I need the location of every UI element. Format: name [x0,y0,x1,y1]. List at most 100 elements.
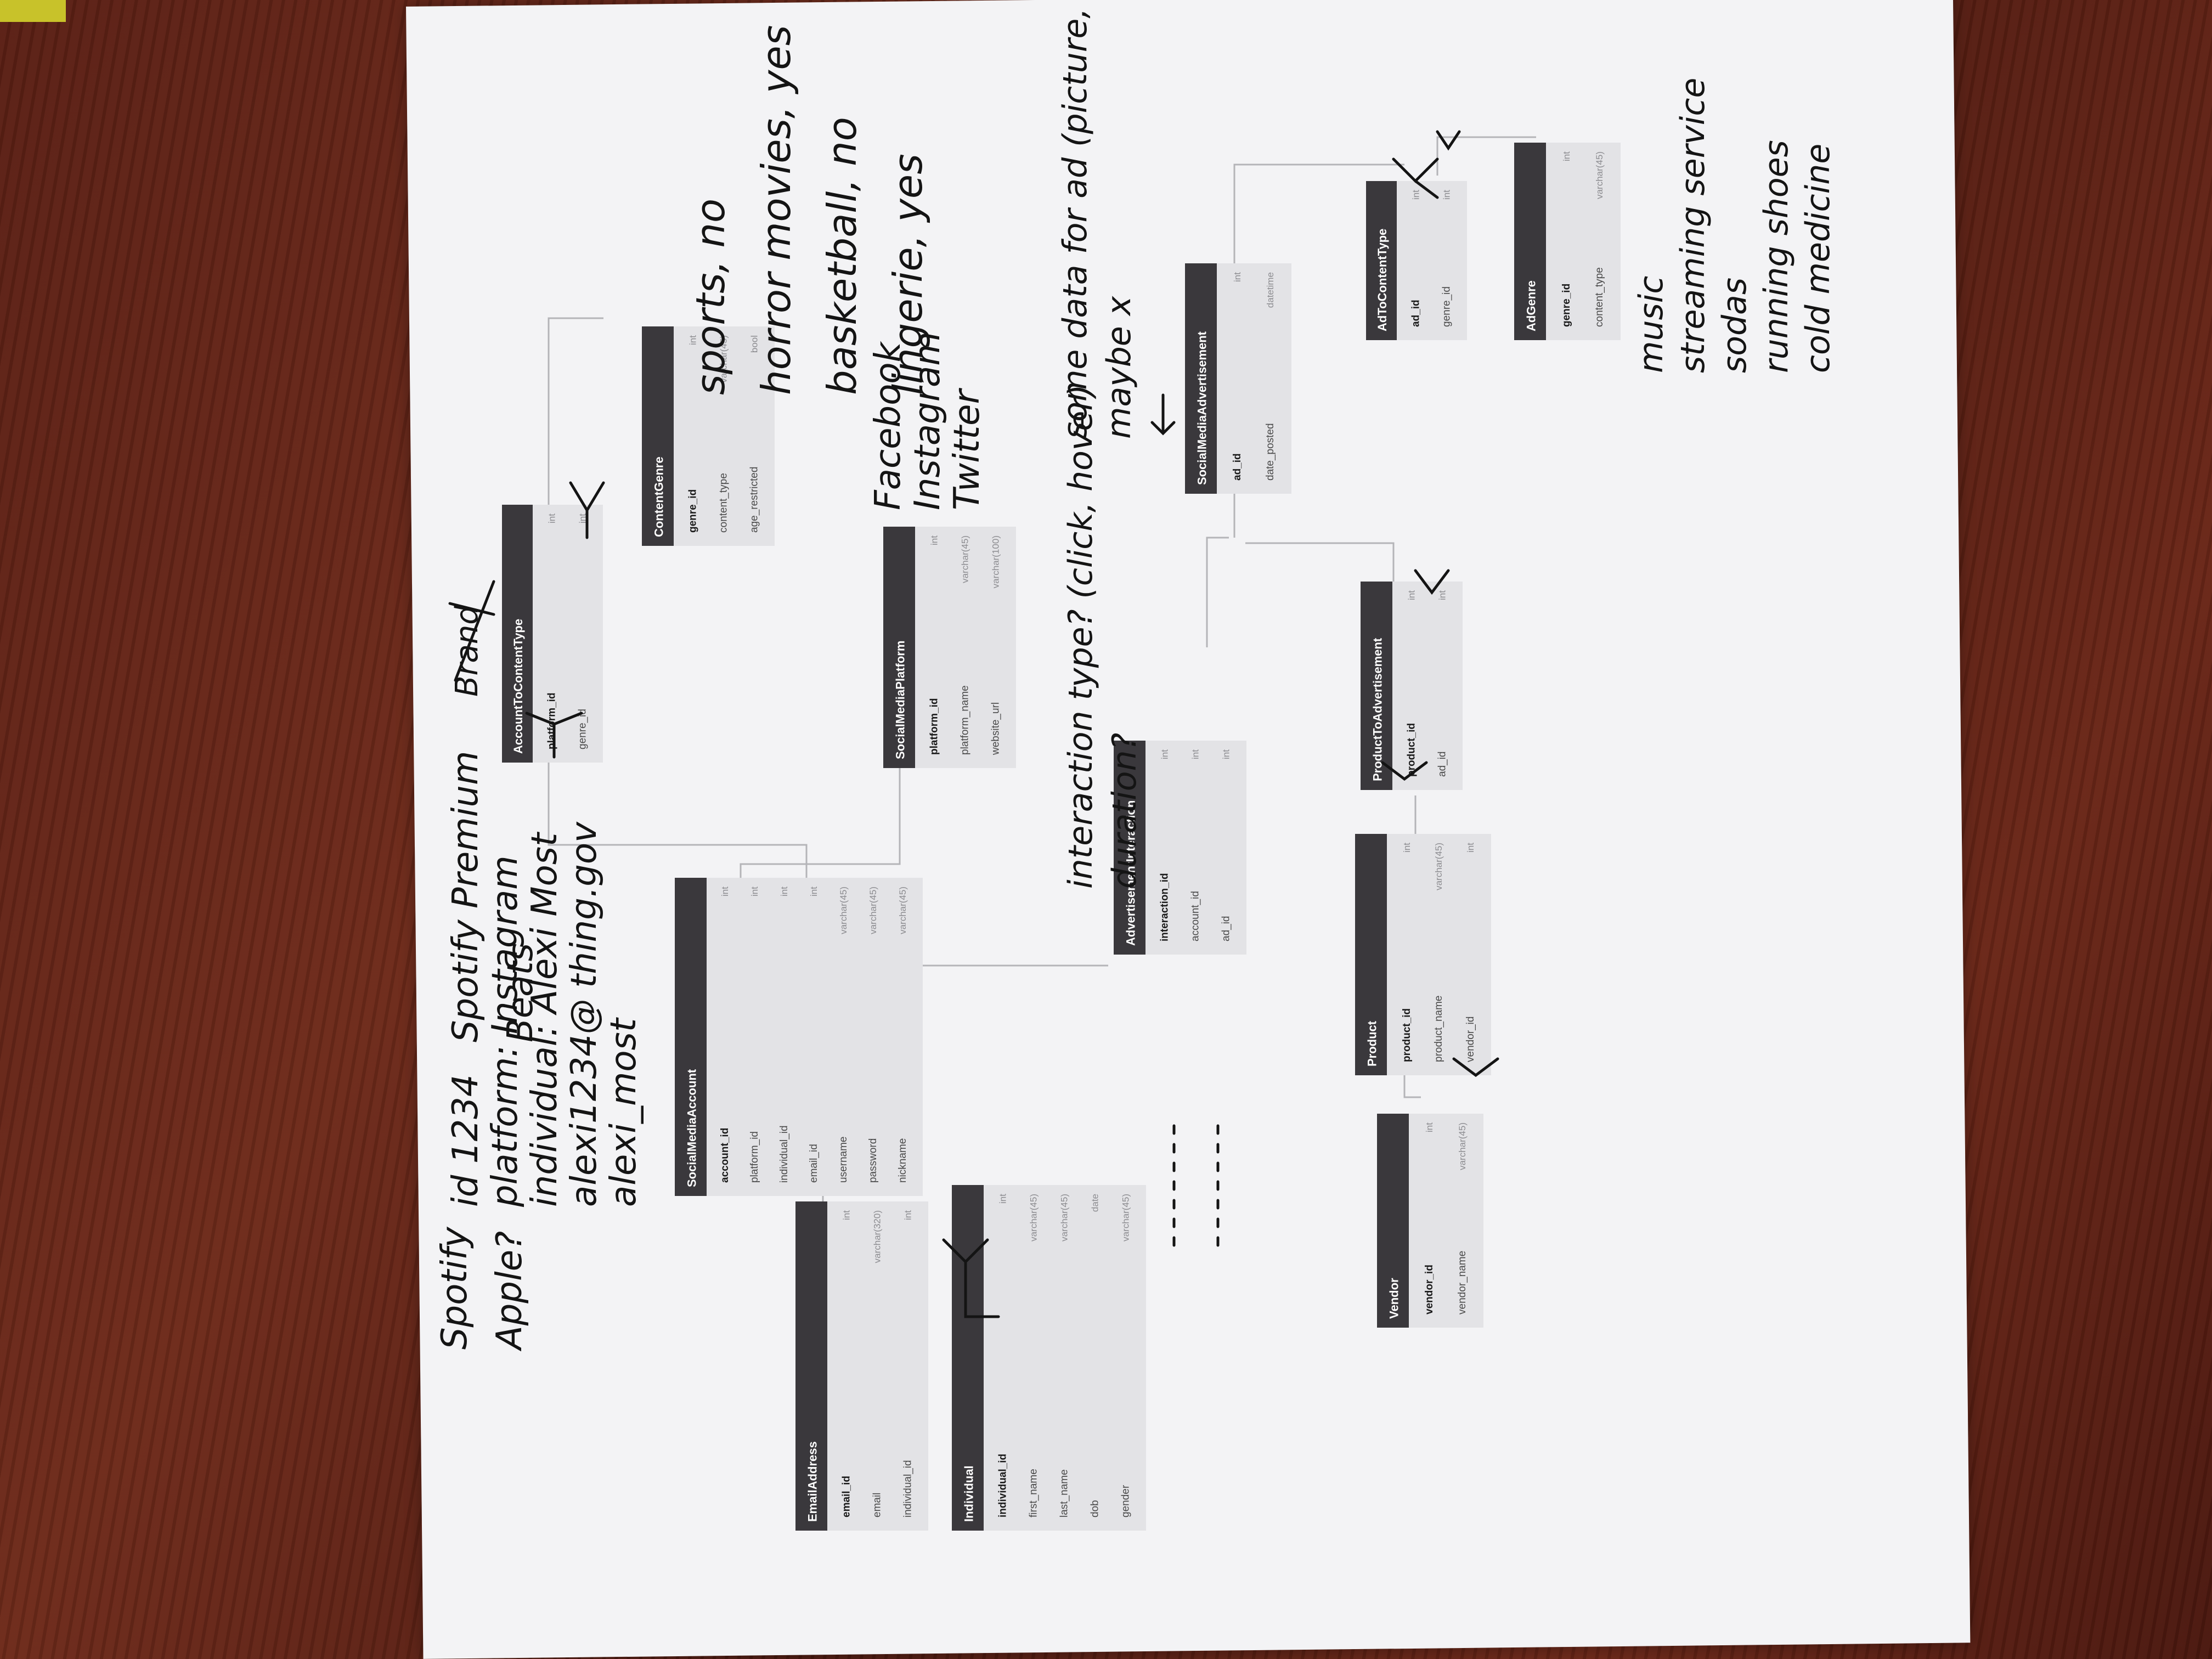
field-type: int [1441,190,1452,200]
strike-mark [454,580,495,682]
field-type: int [720,887,730,896]
note-line: Twitter [947,387,988,510]
note-line: horror movies, yes [753,25,799,395]
field-type: int [1159,749,1170,759]
table-header [1514,143,1546,340]
note-line: Apple? [489,1231,530,1352]
table-title: Individual [962,1465,975,1522]
field-type: datetime [1265,272,1276,308]
field-type: varchar(45) [1028,1194,1039,1242]
field-name: vendor_id [1465,1017,1476,1062]
crows-foot-mark [1414,569,1450,595]
note-vendor-examples-left: Spotify Apple? [435,1226,530,1352]
note-line: Facebook [868,340,909,510]
field-type: bool [749,335,759,353]
table-body [675,878,923,1196]
field-type: int [1402,843,1412,853]
table-body [952,1185,1146,1531]
table-title: ProductToAdvertisement [1370,637,1384,781]
field-type: int [546,514,557,523]
field-name: interaction_id [1159,873,1170,941]
note-interaction-question: interaction type? (click, hover)duration… [1062,385,1144,889]
field-name: ad_id [1232,453,1243,481]
field-type: varchar(100) [990,535,1001,588]
field-name: individual_id [902,1460,913,1517]
field-type: int [841,1210,851,1220]
field-name: nickname [897,1138,909,1183]
field-type: varchar(45) [898,887,908,934]
table-title: AccountToContentType [511,619,525,754]
table-body [1355,834,1491,1075]
crows-foot-mark [1452,1057,1499,1077]
table-header [952,1185,984,1531]
field-type: int [1190,749,1200,759]
field-name: individual_id [997,1454,1008,1517]
field-type: int [1437,590,1447,600]
note-line: Spotify [435,1226,475,1350]
table-title: EmailAddress [805,1441,819,1522]
field-type: int [749,887,760,896]
field-name: genre_id [1561,284,1572,327]
field-type: varchar(45) [1434,843,1444,890]
table-body [1114,741,1246,955]
table-header [1114,741,1146,955]
field-name: platform_id [928,698,940,755]
note-line: alexi_most [603,1017,644,1207]
table-header [883,527,915,768]
crows-foot-mark [525,712,583,759]
field-name: vendor_name [1457,1251,1468,1314]
field-type: int [1406,590,1417,600]
field-name: platform_id [749,1131,760,1183]
accounttype-to-genre-line [548,317,603,521]
table-title: ContentGenre [652,456,665,537]
field-type: int [1465,843,1476,853]
field-type: varchar(45) [1594,151,1605,199]
table-header [1361,582,1392,790]
field-name: email_id [808,1144,820,1183]
crows-foot-mark [1392,157,1439,199]
note-line: Spotify Premium [445,751,486,1042]
field-name: account_id [719,1128,731,1183]
note-ad-question: some data for ad (picture, video)?maybe … [1056,0,1138,439]
note-line: music [1632,276,1671,373]
field-name: email_id [840,1476,852,1517]
table-header [1366,181,1397,340]
table-title: SocialMediaAccount [685,1069,698,1187]
table-title: SocialMediaPlatform [893,641,907,759]
table-title: AdToContentType [1375,229,1389,331]
field-name: account_id [1189,891,1201,941]
note-line: Instagram [907,331,948,510]
table-header [675,878,707,1196]
ad-to-product-ad-line [1245,542,1395,582]
field-type: int [779,887,789,896]
field-type: varchar(45) [1457,1122,1468,1170]
field-name: platform_name [959,685,970,755]
table-title: AdGenre [1524,280,1538,331]
yellow-object [0,0,66,22]
table-body [795,1201,928,1531]
field-type: int [809,887,819,896]
field-name: last_name [1058,1469,1070,1517]
field-name: individual_id [778,1125,790,1183]
table-title: Product [1365,1020,1379,1066]
note-line: maybe x [1100,296,1138,439]
field-type: int [1221,749,1231,759]
table-header [1185,263,1217,494]
field-name: first_name [1028,1469,1039,1517]
field-type: int [687,335,698,345]
field-type: varchar(45) [868,887,878,934]
field-name: email [871,1493,883,1517]
crows-foot-mark [1436,130,1461,151]
field-name: dob [1089,1500,1101,1517]
field-type: date [1090,1194,1100,1212]
note-line: basketball, no [819,117,865,395]
